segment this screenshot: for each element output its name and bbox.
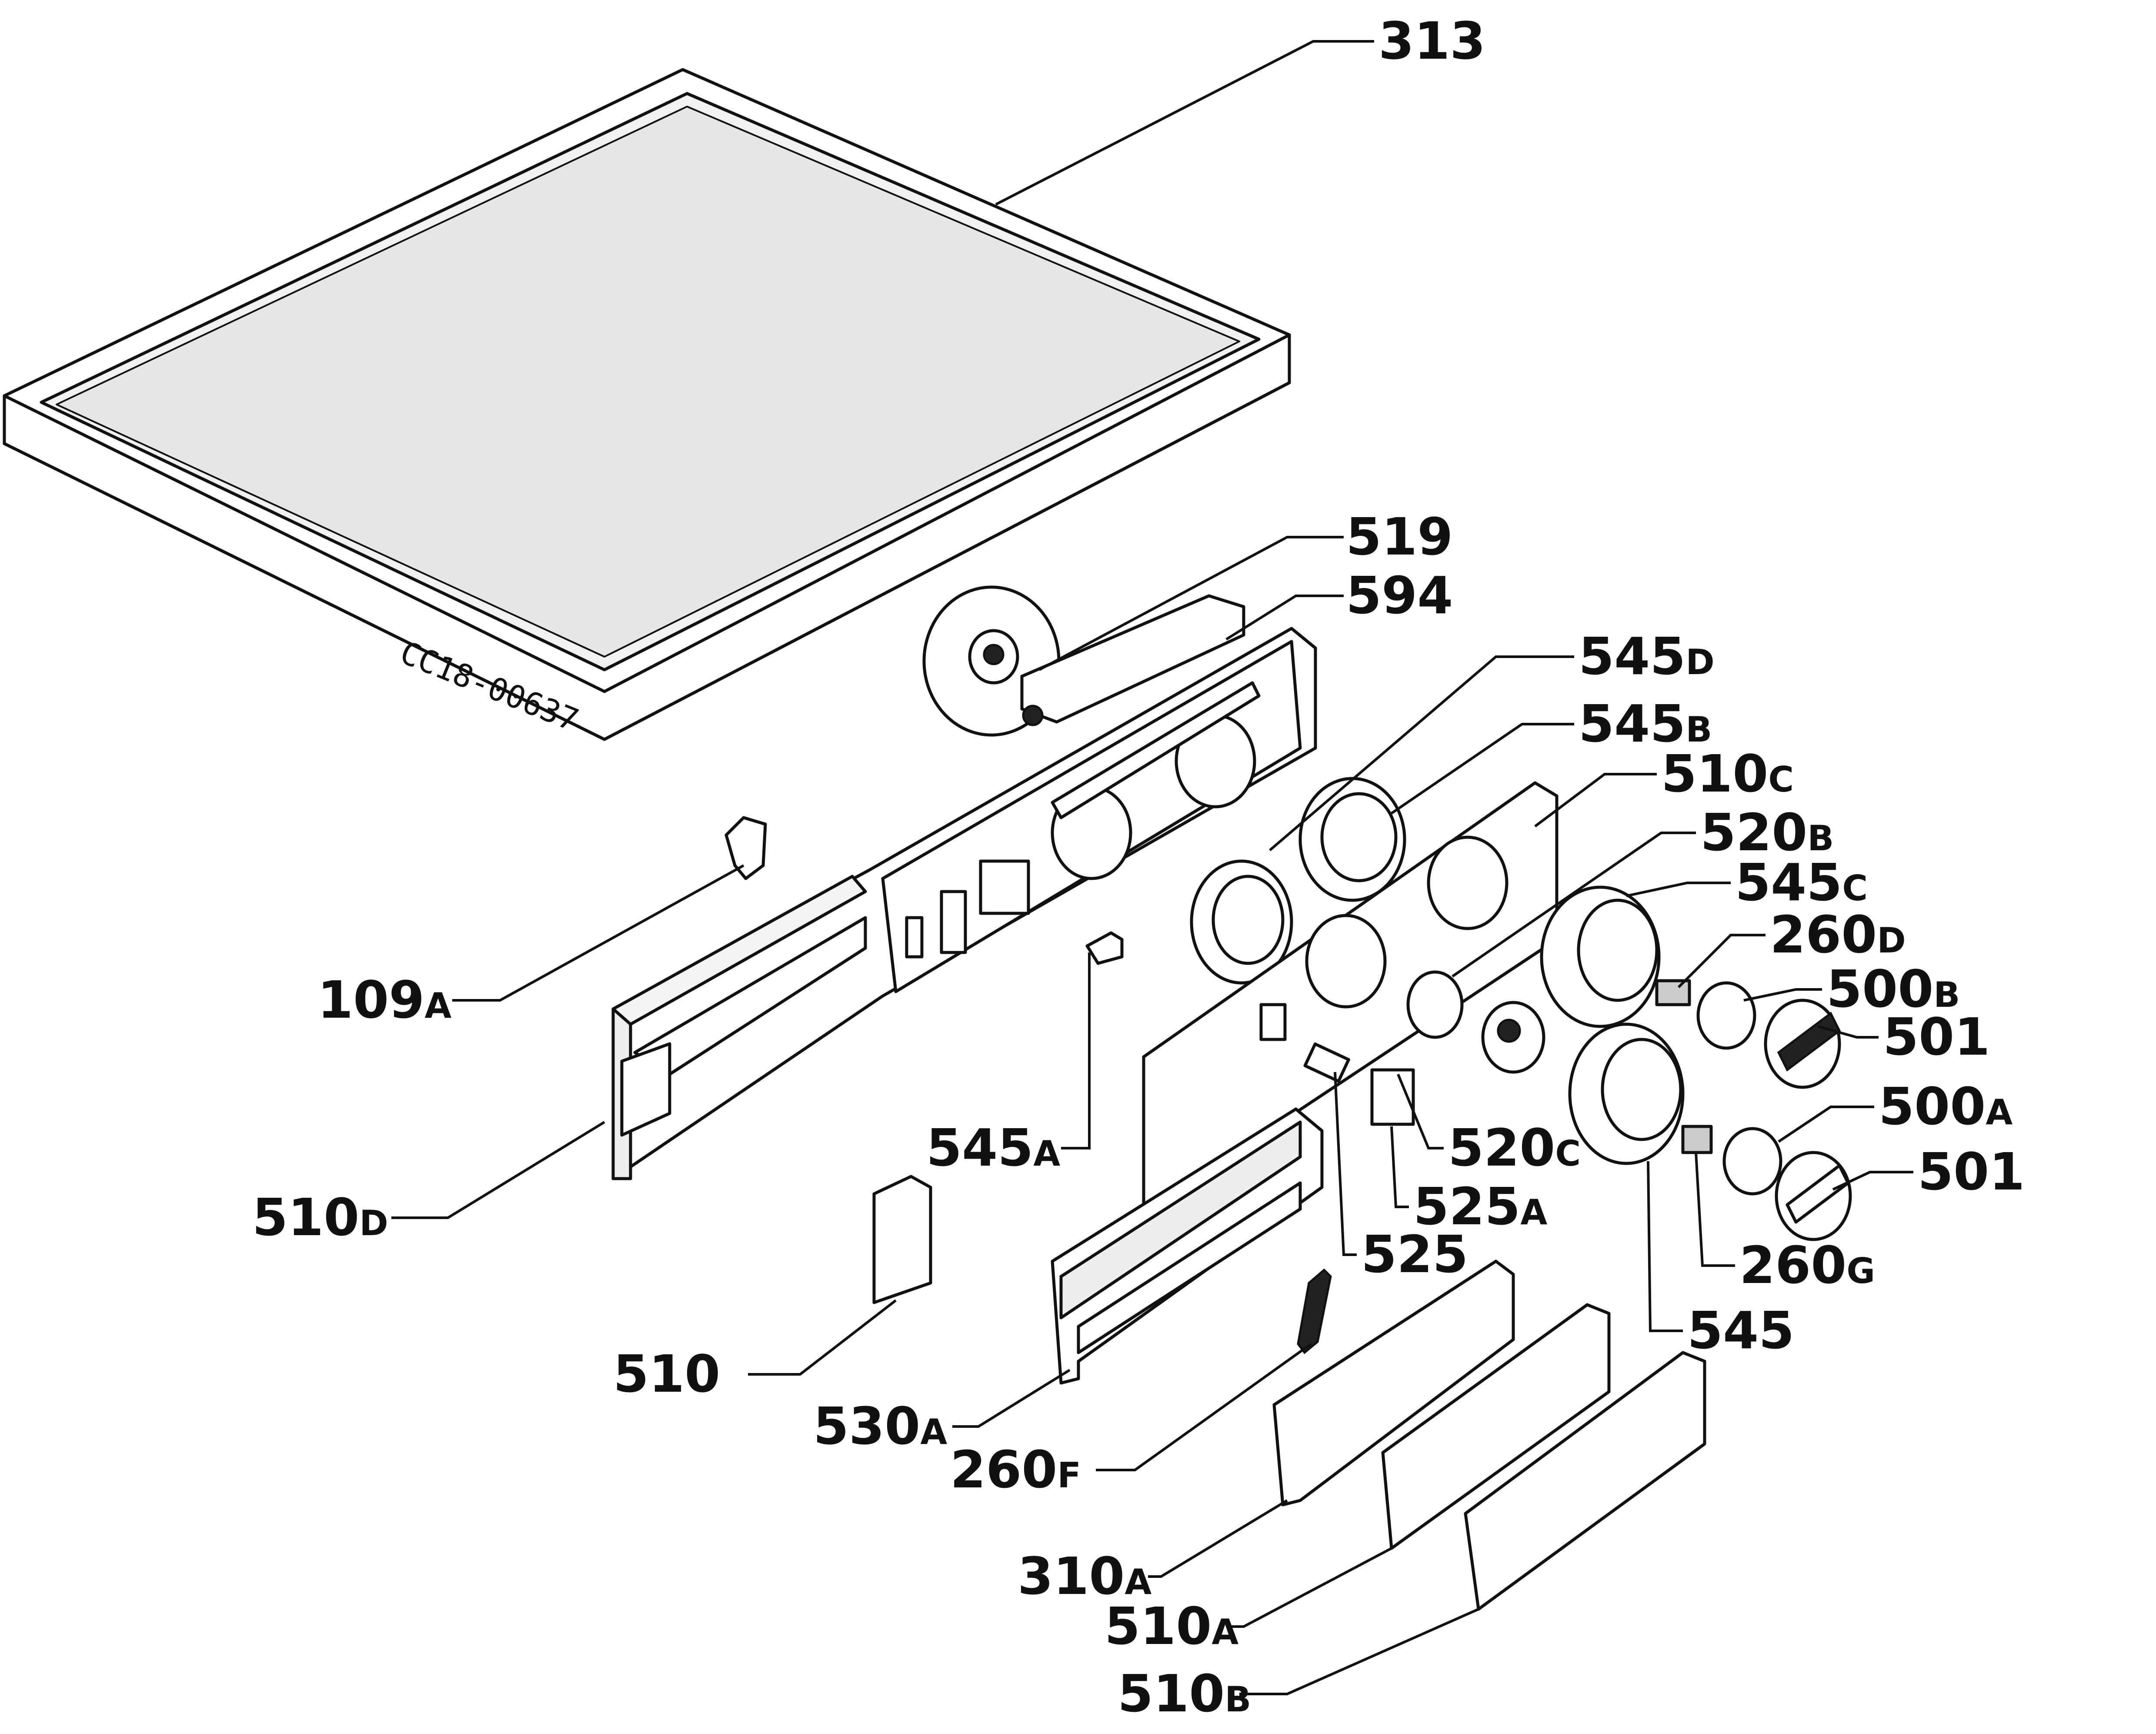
part-530a-drawer bbox=[1051, 1107, 1324, 1385]
label-501-lower: 501 bbox=[1918, 1142, 2025, 1202]
part-260d-spring bbox=[1655, 979, 1691, 1006]
label-510a: 510A bbox=[1105, 1596, 1238, 1656]
part-260g-spring bbox=[1681, 1125, 1713, 1154]
label-530a: 530A bbox=[813, 1396, 947, 1456]
label-260d: 260D bbox=[1770, 905, 1906, 965]
part-520c-switch bbox=[1481, 1001, 1545, 1074]
part-labels: 313 519 594 545D 545B 510C 520B 545C 260… bbox=[252, 11, 2025, 1724]
part-545c-knob-body bbox=[1540, 885, 1661, 1028]
part-510c-fascia bbox=[1142, 781, 1559, 1215]
label-545: 545 bbox=[1687, 1300, 1794, 1360]
label-260g: 260G bbox=[1739, 1235, 1875, 1295]
part-545b-bezel bbox=[1298, 777, 1406, 902]
part-109a-clip bbox=[724, 816, 767, 880]
part-545-knob-body bbox=[1568, 1022, 1685, 1165]
label-500a: 500A bbox=[1879, 1076, 2012, 1136]
label-510c: 510C bbox=[1661, 744, 1794, 804]
part-525-connector bbox=[1303, 1042, 1350, 1083]
part-313-worktop bbox=[3, 68, 1291, 741]
label-594: 594 bbox=[1346, 565, 1453, 625]
part-545a-clip bbox=[1085, 931, 1124, 965]
part-520b-cam bbox=[1406, 970, 1464, 1039]
part-500a-insert bbox=[1722, 1127, 1782, 1196]
label-519: 519 bbox=[1346, 507, 1453, 567]
part-500b-insert bbox=[1696, 981, 1756, 1050]
part-501-lower-knob-cap bbox=[1775, 1151, 1852, 1241]
part-510-end-cap bbox=[872, 1175, 932, 1304]
part-310a-panel bbox=[1272, 1260, 1515, 1507]
label-545b: 545B bbox=[1579, 694, 1712, 754]
part-545d-bezel bbox=[1190, 859, 1293, 985]
label-501-upper: 501 bbox=[1883, 1007, 1990, 1067]
label-310a: 310A bbox=[1018, 1546, 1151, 1606]
part-525a-lamp bbox=[1370, 1068, 1415, 1126]
label-510b: 510B bbox=[1118, 1664, 1251, 1724]
part-510b-cover bbox=[1464, 1351, 1706, 1611]
part-510d-control-panel bbox=[611, 627, 1317, 1180]
label-109a: 109A bbox=[317, 970, 451, 1030]
part-594-handle bbox=[1020, 594, 1245, 726]
label-510d: 510D bbox=[252, 1187, 388, 1247]
label-545a: 545A bbox=[926, 1118, 1060, 1178]
part-510a-cover bbox=[1381, 1303, 1611, 1550]
leader-lines bbox=[391, 40, 1913, 1695]
label-525a: 525A bbox=[1413, 1176, 1547, 1236]
label-500b: 500B bbox=[1826, 959, 1960, 1019]
label-545d: 545D bbox=[1579, 626, 1715, 686]
label-313: 313 bbox=[1378, 11, 1485, 71]
label-260f: 260F bbox=[950, 1440, 1081, 1500]
label-545c: 545C bbox=[1735, 852, 1868, 912]
label-520c: 520C bbox=[1448, 1118, 1581, 1178]
label-510: 510 bbox=[613, 1344, 720, 1404]
part-260f-lever bbox=[1297, 1268, 1332, 1354]
label-520b: 520B bbox=[1700, 802, 1834, 862]
label-525: 525 bbox=[1361, 1224, 1468, 1284]
